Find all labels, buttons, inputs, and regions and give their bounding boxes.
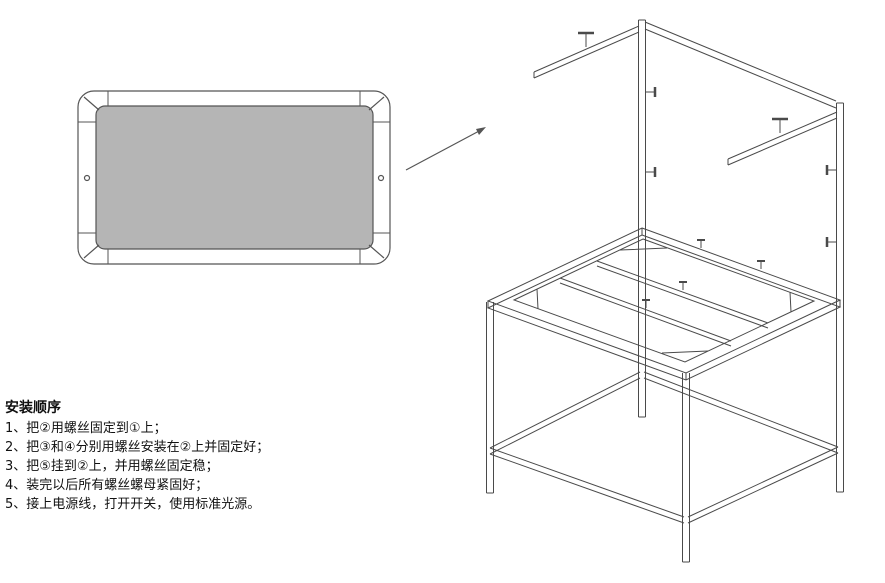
tabletop-screw-icons [642,239,765,308]
tabletop-bottom-face [486,234,842,381]
tabletop-corner-braces [536,247,792,354]
top-rail [644,21,837,109]
tabletop-top-face [486,227,842,374]
post-bolt-icons [646,87,836,247]
panel-hole-left [83,174,91,182]
back-posts [638,19,844,493]
workbench-frame-drawing [486,19,844,563]
hanging-bar-left [533,25,640,79]
tabletop-inner-opening [512,238,816,363]
panel-diffuser [95,105,374,250]
tabletop-cross-rails [559,260,769,347]
t-screw-icon [578,31,594,47]
panel-hole-right [377,174,385,182]
leg-stretchers [489,371,839,524]
bolt-heads [653,87,829,247]
t-screw-icon [772,117,788,133]
arrow-shaft [405,129,482,171]
installation-instructions: 安装顺序 1、把②用螺丝固定到①上； 2、把③和④分别用螺丝安装在②上并固定好；… [5,399,425,514]
instruction-step-5: 5、接上电源线，打开开关，使用标准光源。 [5,497,261,512]
instruction-step-3: 3、把⑤挂到②上，并用螺丝固定稳； [5,459,219,474]
bolt-stems [646,91,836,243]
panel-corner-joint-lines [83,96,385,259]
arrow-head [476,127,486,135]
tabletop-frame [486,227,842,381]
tabletop-corner-edges [487,228,841,380]
screw-caps [642,239,765,301]
instruction-step-2: 2、把③和④分别用螺丝安装在②上并固定好； [5,440,270,455]
light-panel-drawing [77,90,391,265]
assembly-arrow [405,127,486,171]
panel-frame-segment-ticks [78,91,390,264]
table-legs [486,302,690,563]
screw-stems [645,240,762,308]
instruction-step-1: 1、把②用螺丝固定到①上； [5,421,167,436]
instruction-step-4: 4、装完以后所有螺丝螺母紧固好； [5,478,209,493]
instructions-title: 安装顺序 [5,400,61,416]
hanging-bar-right [727,111,838,166]
